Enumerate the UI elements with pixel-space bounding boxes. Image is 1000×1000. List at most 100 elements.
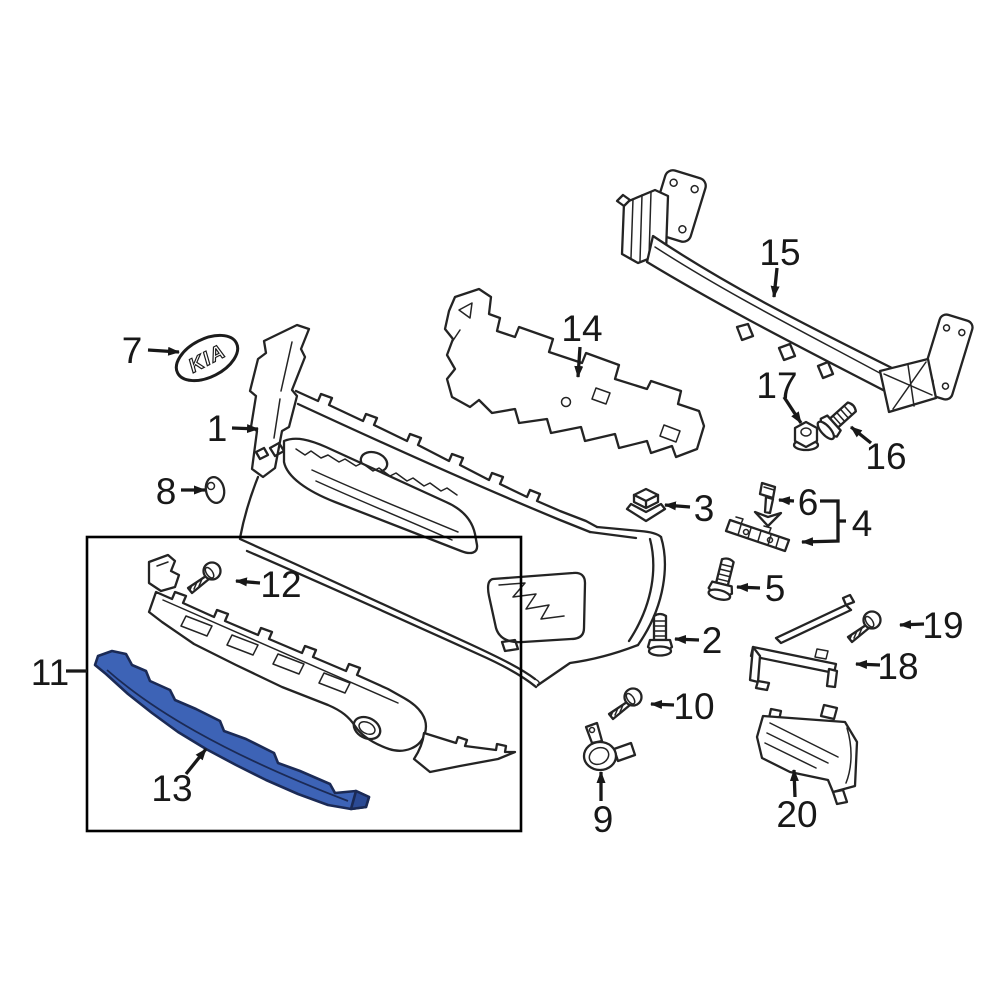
leader-10: [650, 699, 675, 709]
grille-right-tail: [412, 731, 517, 774]
clip-3: [625, 487, 667, 523]
lower-trim-highlighted[interactable]: [93, 649, 371, 811]
lower-lip-edge-2: [245, 549, 538, 689]
fog-opening-oval: [352, 715, 382, 741]
clip-body: [632, 493, 660, 510]
retainer-tab-hole: [588, 726, 596, 734]
callout-3: 3: [694, 488, 715, 529]
callout-14: 14: [561, 308, 602, 349]
bumper-top-edge-tabs: [294, 389, 599, 529]
absorber-hole: [560, 396, 572, 408]
leader-18: [855, 659, 881, 669]
clip-shaft: [763, 495, 775, 515]
callout-13: 13: [151, 768, 192, 809]
leader-6: [778, 496, 795, 506]
grille-mesh-slats: [180, 615, 351, 694]
trim-ridge-line: [106, 669, 349, 802]
front-bumper-cover-drawing: [238, 323, 666, 689]
fog-opening-inner: [358, 720, 376, 736]
grommet: [204, 475, 226, 505]
clip-wings: [753, 510, 783, 528]
rail-tabs: [735, 516, 772, 534]
bracket-rail-4: [724, 516, 791, 553]
leader-1: [231, 424, 259, 434]
lower-lip-edge-1: [238, 537, 537, 681]
bracket-foot: [754, 679, 771, 692]
bezel-outline: [755, 714, 859, 794]
callout-11: 11: [31, 652, 69, 693]
kia-emblem: KIA: [174, 333, 240, 383]
callout-16: 16: [865, 436, 906, 477]
callout-15: 15: [759, 232, 800, 273]
retainer-ring-inner: [588, 746, 610, 766]
callout-5: 5: [765, 568, 786, 609]
bumper-top-inner-edge: [296, 402, 592, 534]
nut-17: [792, 420, 820, 452]
detail-box: [85, 535, 523, 833]
crash-can-tab: [615, 193, 632, 208]
leader-13: [184, 747, 208, 776]
rail-outline: [724, 518, 791, 553]
crash-can-ribs: [630, 191, 652, 262]
leader-19: [899, 620, 925, 630]
fog-lamp-recess: [486, 571, 587, 644]
callout-18: 18: [877, 646, 918, 687]
beam-inner-line: [654, 246, 912, 391]
callout-7: 7: [122, 330, 143, 371]
beam-tabs: [735, 322, 835, 380]
callout-2: 2: [702, 620, 723, 661]
callout-9: 9: [593, 799, 614, 840]
bracket-right-flange: [825, 667, 839, 689]
bracket-notch: [814, 648, 829, 660]
callout-leaders: [66, 267, 925, 801]
callout-10: 10: [673, 686, 714, 727]
bracket-left-flange: [748, 645, 762, 684]
absorber-left-detail: [451, 302, 473, 343]
leader-17: [782, 396, 803, 424]
bumper-left-silhouette: [238, 475, 260, 540]
clip-head-line: [763, 486, 775, 491]
bracket-hook: [841, 593, 856, 607]
bolt-16: [813, 395, 863, 444]
callout-19: 19: [922, 605, 963, 646]
trim-outline[interactable]: [93, 649, 371, 811]
callout-1: 1: [207, 408, 228, 449]
grille-corner-tab: [147, 553, 181, 593]
nut-bore: [800, 427, 812, 437]
clip-head: [758, 481, 777, 500]
screw-12: [186, 561, 222, 595]
leader-15: [770, 267, 780, 298]
screw-10: [607, 687, 643, 721]
bezel-foot: [831, 788, 849, 806]
rail-ribs: [737, 524, 780, 548]
bracket-18: [748, 593, 856, 692]
grommet-inner: [206, 481, 216, 491]
leader-16: [849, 425, 873, 445]
leader-7: [147, 346, 180, 356]
bracket-arm: [774, 603, 853, 645]
leader-5: [736, 582, 761, 592]
trim-tip-facet: [349, 789, 371, 811]
nut-hex: [793, 420, 819, 449]
grille-slats: [311, 469, 459, 541]
corner-tab-line: [156, 561, 169, 567]
fog-lamp-bezel-20: [755, 703, 859, 806]
emblem-oval: [174, 333, 240, 383]
grille-inner-line: [162, 599, 399, 704]
screw-19: [846, 610, 882, 644]
absorber-slots: [591, 387, 681, 443]
leader-3: [664, 501, 691, 511]
wing-detail-lines: [273, 341, 293, 439]
upper-grille-opening: [282, 437, 479, 555]
crash-box-brace: [883, 361, 933, 410]
right-crash-box: [878, 357, 938, 414]
callout-17: 17: [756, 365, 797, 406]
callout-numbers: 1 2 3 4 5 6 7 8 9 10 11 12 13 14 15 16 1…: [31, 232, 964, 840]
bolt-5: [705, 554, 742, 604]
leader-20: [789, 769, 799, 798]
leader-12: [235, 577, 261, 587]
callout-8: 8: [156, 471, 177, 512]
retainer-tab: [584, 721, 604, 745]
